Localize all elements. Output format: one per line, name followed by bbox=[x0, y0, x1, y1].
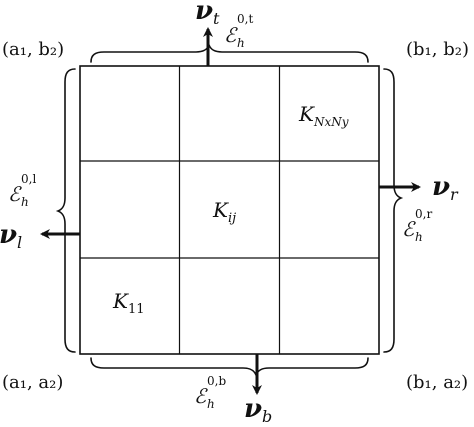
svg-text:h: h bbox=[21, 195, 29, 209]
edge-braces bbox=[55, 42, 404, 378]
domain-boundary bbox=[79, 65, 380, 355]
svg-text:ℰ: ℰ bbox=[224, 23, 238, 47]
cell-label-kij: Kij bbox=[212, 198, 236, 226]
cell-label-k11: K11 bbox=[112, 289, 145, 317]
svg-text:ℰ: ℰ bbox=[402, 217, 416, 241]
svg-text:h: h bbox=[237, 36, 245, 50]
normal-label-left: νl bbox=[0, 220, 22, 252]
corner-label-bottom-right: (b₁, a₂) bbox=[406, 372, 468, 393]
corner-label-bottom-left: (a₁, a₂) bbox=[2, 372, 63, 393]
normal-arrows bbox=[40, 27, 421, 395]
edge-label-left: ℰ h 0,l bbox=[8, 172, 36, 209]
normal-label-right: νr bbox=[432, 172, 459, 204]
edge-label-right: ℰ h 0,r bbox=[402, 207, 432, 244]
svg-text:0,b: 0,b bbox=[207, 374, 226, 388]
svg-text:h: h bbox=[207, 397, 215, 411]
svg-text:ℰ: ℰ bbox=[194, 384, 208, 408]
normal-label-top: νt bbox=[195, 0, 220, 28]
corner-label-top-left: (a₁, b₂) bbox=[2, 39, 64, 60]
mesh-grid bbox=[79, 65, 380, 355]
svg-text:0,t: 0,t bbox=[237, 12, 253, 26]
svg-text:0,r: 0,r bbox=[415, 207, 432, 221]
normal-label-bottom: νb bbox=[244, 394, 272, 426]
cell-label-knxny: KNxNy bbox=[298, 102, 349, 129]
svg-text:ℰ: ℰ bbox=[8, 182, 22, 206]
edge-label-bottom: ℰ h 0,b bbox=[194, 374, 226, 411]
brace-right bbox=[383, 68, 404, 353]
svg-text:h: h bbox=[415, 230, 423, 244]
brace-bottom bbox=[90, 357, 369, 378]
corner-label-top-right: (b₁, b₂) bbox=[406, 39, 469, 60]
edge-label-top: ℰ h 0,t bbox=[224, 12, 253, 50]
svg-text:0,l: 0,l bbox=[21, 172, 36, 186]
brace-left bbox=[55, 68, 76, 353]
brace-top bbox=[90, 42, 369, 63]
